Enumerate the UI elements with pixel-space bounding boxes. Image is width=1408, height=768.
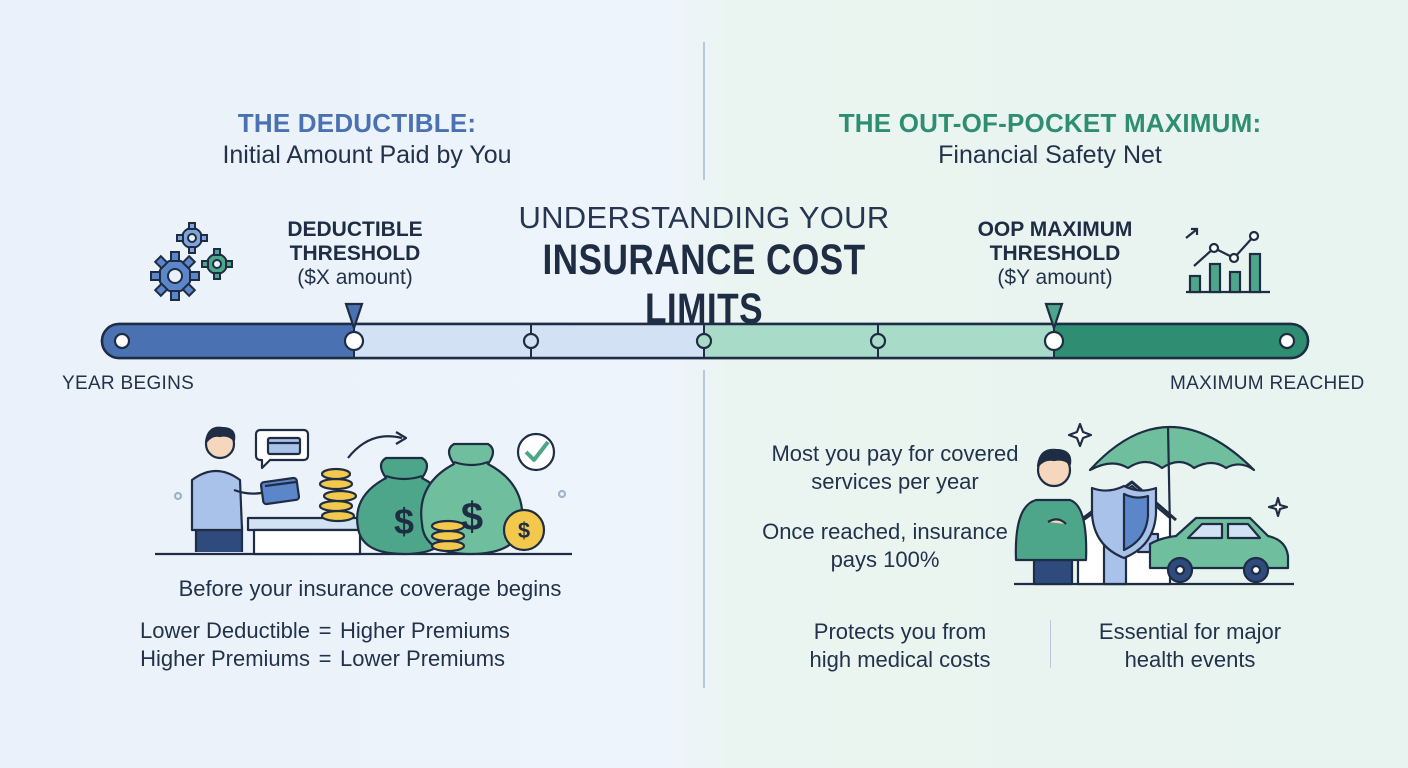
center-divider-bottom [703,370,705,688]
oop-subtitle: Financial Safety Net [938,141,1162,169]
deductible-illustration: $ $ $ [155,426,572,556]
oop-threshold-point [1043,330,1065,352]
deductible-segment [102,324,355,358]
credit-card-icon [259,476,301,506]
oop-line2: Once reached, insurance pays 100% [762,519,1008,572]
oop-threshold-label: OOP MAXIMUM THRESHOLD [977,218,1133,265]
protection-illustration [1014,422,1294,586]
timeline [100,302,1310,360]
car-icon [1148,516,1290,584]
person-protected-icon [1014,448,1088,586]
main-title: INSURANCE COST LIMITS [542,236,866,333]
main-pretitle: UNDERSTANDING YOUR [518,200,890,235]
comparison-left: Lower Deductible [140,618,310,643]
svg-text:$: $ [394,501,414,542]
center-divider-top [703,42,705,180]
timeline-end-point [1278,332,1296,350]
timeline-start-point [113,332,131,350]
year-begins-label: YEAR BEGINS [62,373,195,394]
deductible-title: THE DEDUCTIBLE: [237,108,477,138]
points-divider [1050,620,1051,668]
deductible-subtitle: Initial Amount Paid by You [222,141,512,169]
check-badge-icon [516,432,556,472]
timeline-point [522,332,540,350]
oop-title: THE OUT-OF-POCKET MAXIMUM: [838,108,1262,138]
comparison-row: Lower Deductible = Higher Premiums [130,618,530,644]
oop-threshold-amount: ($Y amount) [997,266,1113,289]
oop-line1: Most you pay for covered services per ye… [771,441,1019,494]
equals-sign: = [318,618,332,643]
oop-point2: Essential for major health events [1098,619,1282,672]
deductible-description: Before your insurance coverage begins [178,576,562,601]
equals-sign: = [318,646,332,671]
maximum-reached-label: MAXIMUM REACHED [1170,373,1365,394]
svg-text:$: $ [518,518,530,543]
deductible-threshold-amount: ($X amount) [297,266,413,289]
growth-chart-icon [1185,227,1270,294]
comparison-row: Higher Premiums = Lower Premiums [130,646,530,672]
timeline-point [869,332,887,350]
comparison-right: Higher Premiums [340,618,510,643]
gears-icon [150,222,233,301]
oop-point1: Protects you from high medical costs [809,619,991,672]
deductible-threshold-label: DEDUCTIBLE THRESHOLD [287,218,423,265]
shield-icon [1090,484,1158,560]
oop-marker-icon [1044,302,1064,332]
deductible-threshold-point [343,330,365,352]
oop-segment [1054,324,1308,358]
comparison-right: Lower Premiums [340,646,506,671]
svg-text:$: $ [461,495,483,539]
timeline-point [695,332,713,350]
deductible-comparisons: Lower Deductible = Higher Premiums Highe… [130,618,530,672]
deductible-marker-icon [344,302,364,332]
comparison-left: Higher Premiums [140,646,310,671]
coin-stack-icon [318,467,358,523]
